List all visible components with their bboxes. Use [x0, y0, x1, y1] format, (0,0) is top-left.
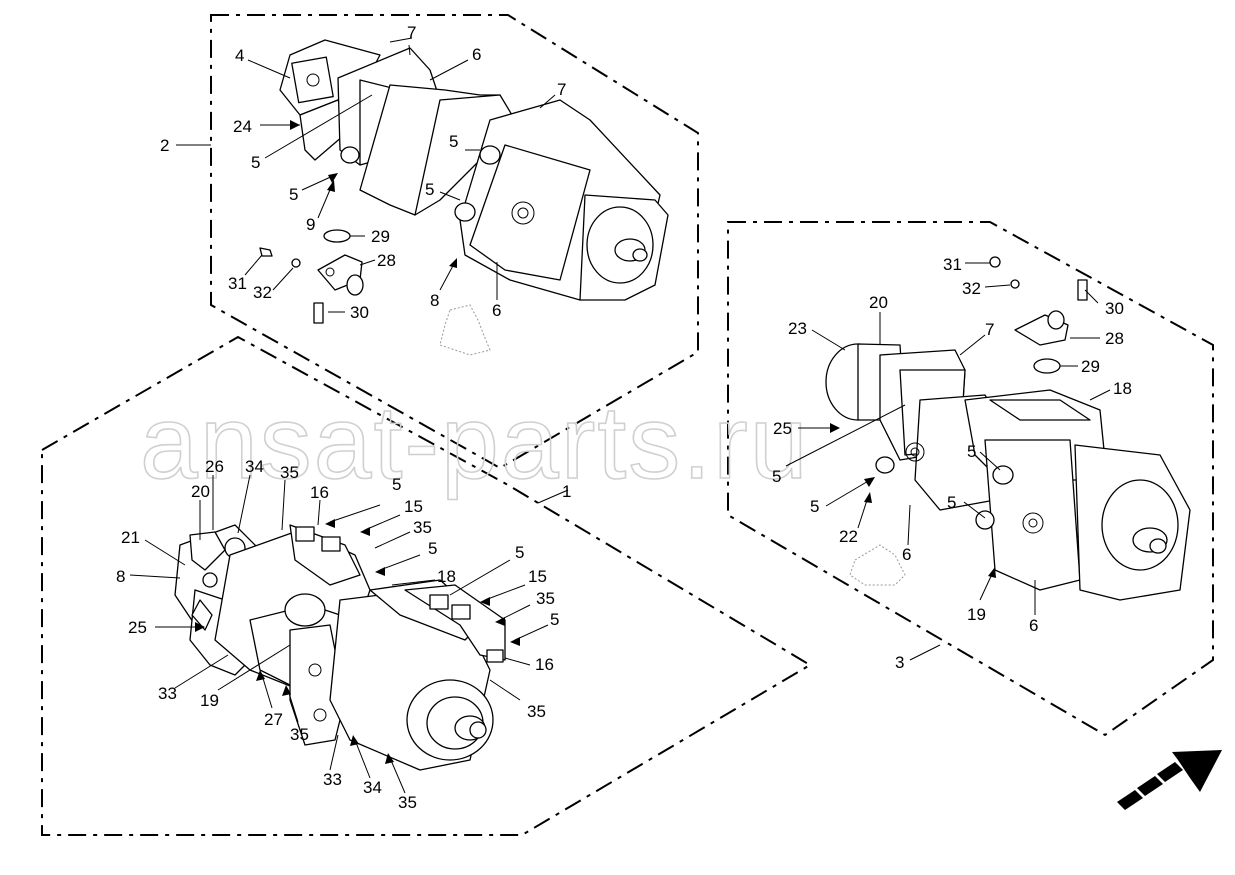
callout-5: 5 [550, 610, 559, 629]
callout-18: 18 [437, 567, 456, 586]
leader-lines [129, 37, 1111, 794]
callout-35: 35 [290, 725, 309, 744]
callout-20: 20 [869, 293, 888, 312]
callout-5: 5 [772, 467, 781, 486]
callout-5: 5 [515, 543, 524, 562]
callout-35: 35 [413, 518, 432, 537]
callout-35: 35 [280, 463, 299, 482]
callout-15: 15 [404, 497, 423, 516]
callout-6: 6 [902, 545, 911, 564]
callout-32: 32 [962, 279, 981, 298]
callout-19: 19 [967, 605, 986, 624]
callout-5: 5 [810, 497, 819, 516]
callout-24: 24 [233, 117, 252, 136]
watermark-text: ansat-parts.ru [140, 385, 810, 501]
callout-5: 5 [251, 153, 260, 172]
callout-35: 35 [527, 702, 546, 721]
callout-25: 25 [773, 419, 792, 438]
callout-28: 28 [377, 251, 396, 270]
callout-16: 16 [535, 655, 554, 674]
callout-16: 16 [310, 483, 329, 502]
callout-labels: 1 2 3 4 24 5 5 5 5 9 7 6 7 29 28 31 32 3… [116, 23, 1132, 812]
callout-20: 20 [191, 482, 210, 501]
callout-31: 31 [943, 255, 962, 274]
callout-9: 9 [306, 215, 315, 234]
callout-2: 2 [160, 136, 169, 155]
front-direction-arrow [1117, 750, 1222, 810]
callout-29: 29 [1081, 357, 1100, 376]
callout-5: 5 [425, 180, 434, 199]
callout-7: 7 [407, 23, 416, 42]
callout-5: 5 [428, 539, 437, 558]
callout-33: 33 [323, 770, 342, 789]
callout-6: 6 [472, 45, 481, 64]
callout-3: 3 [895, 653, 904, 672]
callout-35: 35 [398, 793, 417, 812]
callout-34: 34 [245, 457, 264, 476]
group-3-boundary [727, 221, 1214, 737]
callout-26: 26 [205, 457, 224, 476]
callout-6: 6 [1029, 616, 1038, 635]
callout-7: 7 [557, 80, 566, 99]
callout-29: 29 [371, 227, 390, 246]
callout-28: 28 [1105, 329, 1124, 348]
callout-25: 25 [128, 618, 147, 637]
callout-31: 31 [228, 274, 247, 293]
pump-assembly-3 [825, 256, 1191, 601]
callout-23: 23 [788, 319, 807, 338]
callout-6: 6 [492, 301, 501, 320]
callout-7: 7 [985, 320, 994, 339]
group-1-boundary [41, 335, 812, 836]
callout-5: 5 [289, 185, 298, 204]
callout-22: 22 [839, 527, 858, 546]
callout-30: 30 [350, 303, 369, 322]
pump-assembly-2 [259, 39, 669, 356]
callout-19: 19 [200, 691, 219, 710]
callout-33: 33 [158, 684, 177, 703]
callout-18: 18 [1113, 379, 1132, 398]
callout-8: 8 [116, 567, 125, 586]
callout-15: 15 [528, 567, 547, 586]
callout-32: 32 [253, 283, 272, 302]
callout-34: 34 [363, 778, 382, 797]
callout-8: 8 [430, 291, 439, 310]
callout-1: 1 [562, 482, 571, 501]
pump-assembly-1 [174, 524, 506, 771]
callout-5: 5 [967, 442, 976, 461]
callout-5: 5 [392, 475, 401, 494]
callout-35: 35 [536, 589, 555, 608]
callout-21: 21 [121, 528, 140, 547]
callout-27: 27 [264, 710, 283, 729]
callout-4: 4 [235, 46, 244, 65]
callout-5: 5 [947, 493, 956, 512]
callout-30: 30 [1105, 299, 1124, 318]
callout-5: 5 [449, 132, 458, 151]
group-2-boundary [210, 14, 699, 470]
